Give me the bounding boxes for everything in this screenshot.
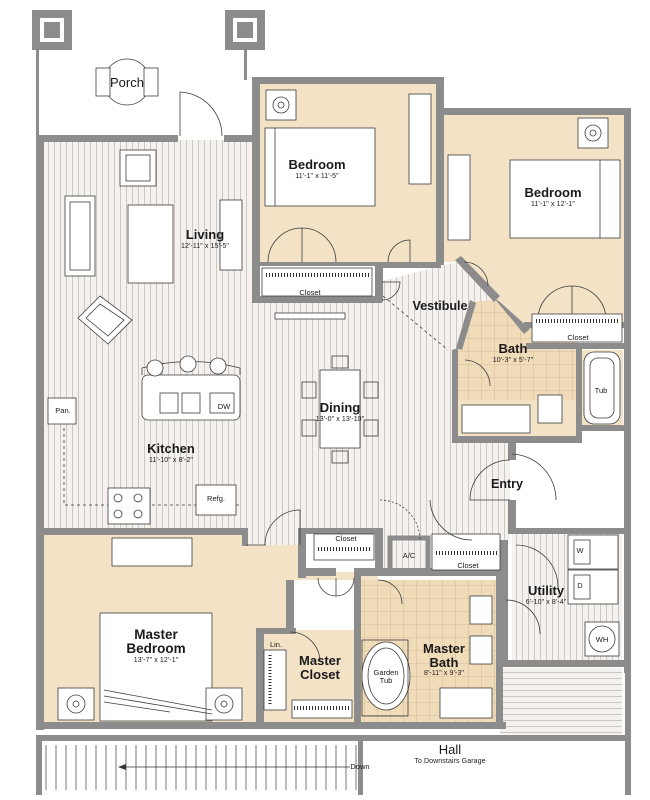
garden-tub-label: Garden Tub bbox=[364, 668, 408, 686]
hall-label: Hall To Downstairs Garage bbox=[400, 743, 500, 765]
living-name: Living bbox=[185, 227, 225, 242]
walls bbox=[32, 10, 631, 795]
master-bedroom-dimensions: 13'-7" x 12'-1" bbox=[133, 657, 179, 665]
bedroom-1-dimensions: 11'-1" x 11'-5" bbox=[295, 172, 339, 180]
living-armchair bbox=[77, 295, 133, 345]
master-bedroom-name-1: Master bbox=[134, 627, 178, 642]
master-bedroom-name-2: Bedroom bbox=[126, 641, 186, 657]
garden-tub-label-2: Tub bbox=[379, 676, 393, 686]
washer bbox=[567, 534, 619, 570]
water-heater-label: WH bbox=[595, 635, 609, 644]
master-bath-name-2: Bath bbox=[429, 654, 459, 670]
stairs-down-label: Down bbox=[350, 762, 370, 771]
garden-tub-label-1: Garden bbox=[373, 668, 399, 677]
entry-name: Entry bbox=[491, 477, 523, 491]
kitchen-dimensions: 11'-10" x 8'-2" bbox=[148, 456, 194, 464]
pantry-label: Pan. bbox=[55, 406, 71, 415]
porch-label: Porch bbox=[97, 76, 157, 90]
bath-label: Bath 10'-3" x 5'-7" bbox=[478, 342, 548, 364]
stair-rail bbox=[358, 740, 363, 795]
ac-label: A/C bbox=[402, 551, 416, 560]
pantry bbox=[47, 397, 77, 425]
linen-label: Lin. bbox=[269, 640, 283, 649]
bedroom-2-name: Bedroom bbox=[524, 185, 582, 200]
living-sofa bbox=[64, 195, 96, 277]
master-bath-name-1: Master bbox=[423, 641, 465, 656]
tub-label: Tub bbox=[594, 386, 608, 395]
washer-label: W bbox=[576, 546, 584, 555]
furniture bbox=[47, 58, 623, 722]
bathtub bbox=[583, 351, 621, 425]
master-closet-label: Master Closet bbox=[290, 654, 350, 681]
bath-name: Bath bbox=[498, 341, 528, 356]
dw-label: DW bbox=[217, 402, 231, 411]
bedroom-1-bed bbox=[264, 127, 376, 207]
dryer-label: D bbox=[577, 581, 583, 590]
utility-name: Utility bbox=[527, 583, 565, 598]
living-label: Living 12'-11" x 15'-5" bbox=[160, 228, 250, 250]
dining-table bbox=[319, 369, 361, 449]
kitchen-island bbox=[141, 374, 241, 421]
master-bath-dimensions: 8'-11" x 9'-3" bbox=[423, 670, 465, 678]
bedroom-1-name: Bedroom bbox=[288, 157, 346, 172]
stair-treads bbox=[45, 745, 357, 790]
porch-name: Porch bbox=[110, 75, 144, 90]
coffee-table bbox=[127, 204, 174, 284]
master-bedroom-label: Master Bedroom 13'-7" x 12'-1" bbox=[106, 627, 206, 665]
utility-dimensions: 6'-10" x 8'-4" bbox=[525, 598, 567, 606]
master-closet-name-2: Closet bbox=[300, 666, 340, 682]
bedroom-1-closet bbox=[261, 267, 373, 297]
hall-name: Hall bbox=[438, 742, 462, 757]
bedroom-1-label: Bedroom 11'-1" x 11'-5" bbox=[272, 158, 362, 180]
dining-label: Dining 13'-0" x 13'-10" bbox=[290, 401, 390, 423]
master-dresser bbox=[111, 537, 193, 567]
tv-console bbox=[219, 199, 243, 271]
dining-name: Dining bbox=[319, 400, 361, 415]
closet-label-entry: Closet bbox=[457, 561, 479, 570]
dining-dimensions: 13'-0" x 13'-10" bbox=[315, 415, 365, 423]
hall-subtitle: To Downstairs Garage bbox=[414, 757, 486, 765]
stair-arrow-head bbox=[118, 764, 126, 770]
bedroom-2-closet bbox=[531, 313, 623, 343]
closet-hangers bbox=[266, 273, 618, 710]
vestibule-label: Vestibule bbox=[405, 299, 475, 313]
master-closet-name-1: Master bbox=[299, 653, 341, 668]
refrigerator-label: Refg. bbox=[207, 494, 225, 503]
dryer bbox=[567, 569, 619, 605]
closet-label-hall: Closet bbox=[335, 534, 357, 543]
hall-floor bbox=[40, 740, 622, 790]
kitchen-range bbox=[107, 487, 151, 525]
closet-label-bedroom-2: Closet bbox=[567, 333, 589, 342]
master-bath-label: Master Bath 8'-11" x 9'-3" bbox=[414, 642, 474, 678]
bath-floor bbox=[456, 300, 578, 400]
master-bed bbox=[99, 612, 213, 722]
water-heater-box bbox=[584, 621, 620, 657]
utility-label: Utility 6'-10" x 8'-4" bbox=[516, 584, 576, 606]
hall-stair-landing bbox=[500, 668, 622, 738]
linen-closet bbox=[263, 649, 287, 711]
bath-vanity bbox=[461, 404, 531, 434]
vestibule-name: Vestibule bbox=[412, 299, 468, 313]
bedroom-2-bed bbox=[509, 159, 621, 239]
bedroom-2-dimensions: 11'-1" x 12'-1" bbox=[530, 200, 576, 208]
kitchen-label: Kitchen 11'-10" x 8'-2" bbox=[126, 442, 216, 464]
entry-label: Entry bbox=[482, 477, 532, 491]
kitchen-name: Kitchen bbox=[147, 441, 195, 456]
refrigerator bbox=[195, 484, 237, 516]
closet-label-bedroom-1: Closet bbox=[299, 288, 321, 297]
bath-dimensions: 10'-3" x 5'-7" bbox=[492, 356, 534, 364]
bedroom-2-label: Bedroom 11'-1" x 12'-1" bbox=[508, 186, 598, 208]
master-vanity bbox=[469, 595, 493, 625]
living-dimensions: 12'-11" x 15'-5" bbox=[180, 242, 230, 250]
